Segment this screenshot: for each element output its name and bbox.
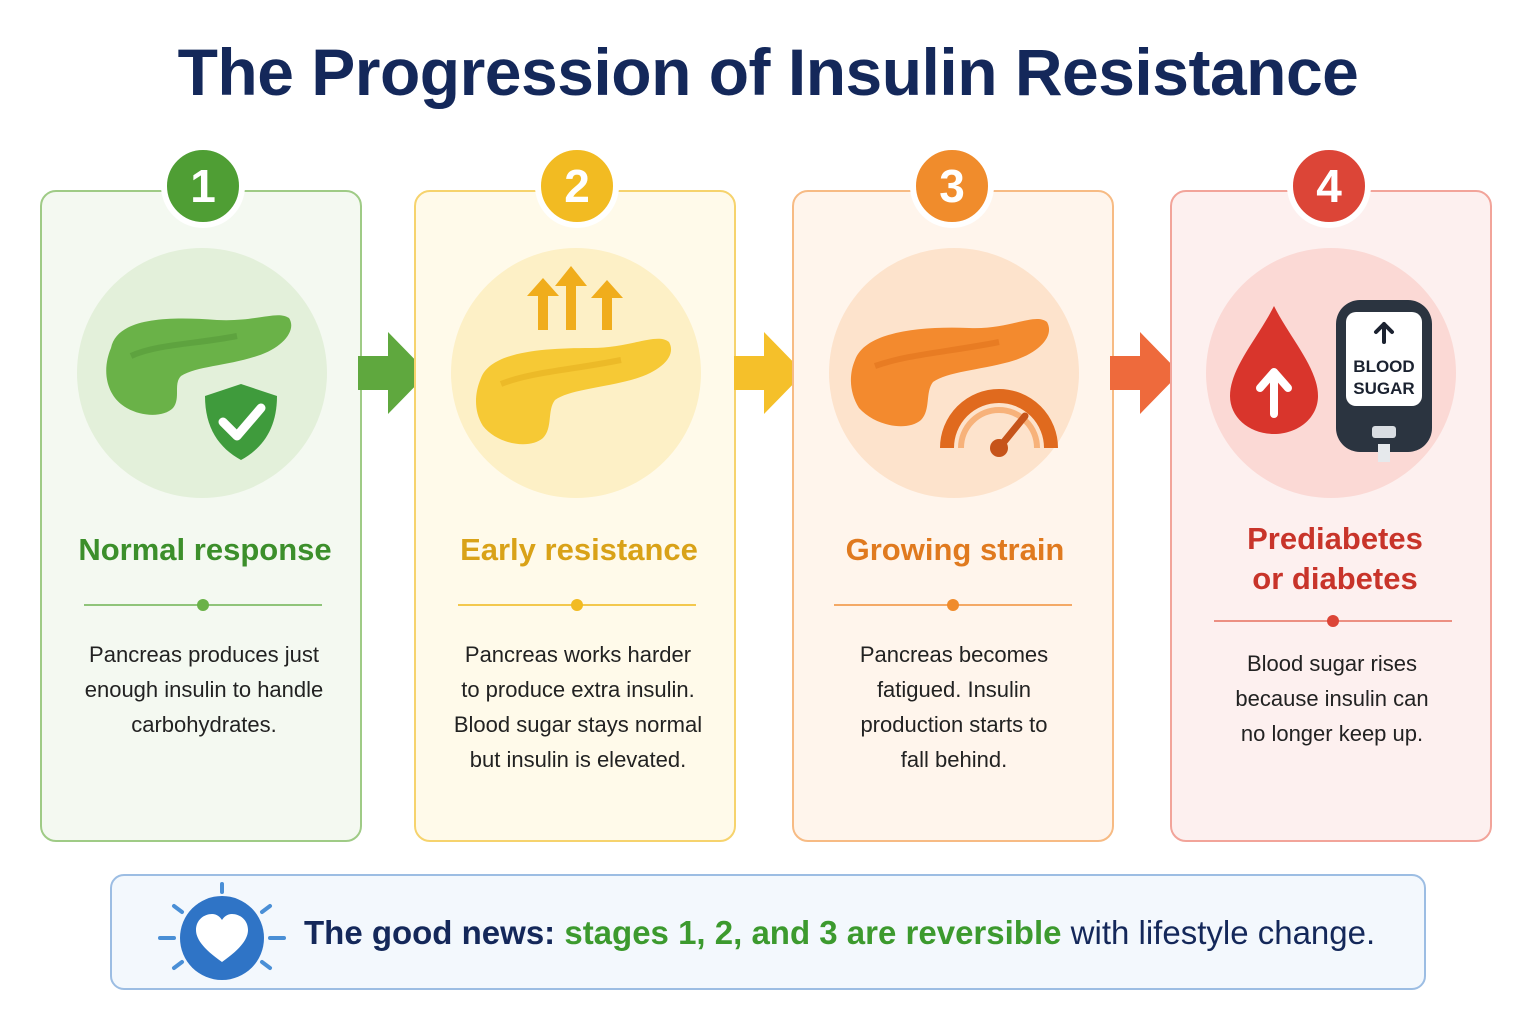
stage-3-badge: 3	[910, 144, 994, 228]
good-news-text: The good news: stages 1, 2, and 3 are re…	[304, 914, 1375, 952]
stage-1-badge: 1	[161, 144, 245, 228]
gauge-icon	[940, 389, 1058, 457]
up-arrows-icon	[527, 266, 623, 330]
pancreas-icon	[106, 315, 292, 415]
pancreas-icon	[476, 338, 672, 445]
stage-3-description: Pancreas becomes fatigued. Insulin produ…	[859, 642, 1049, 772]
good-news-banner	[110, 874, 1426, 990]
stage-2-description: Pancreas works harder to produce extra i…	[453, 642, 703, 772]
stage-2-illustration	[451, 248, 701, 498]
stage-1-description: Pancreas produces just enough insulin to…	[84, 642, 324, 737]
stage-1-title: Normal response	[78, 532, 332, 567]
stage-3-divider	[834, 599, 1072, 611]
shield-check-icon	[205, 384, 277, 460]
banner-highlight: stages 1, 2, and 3 are reversible	[564, 914, 1062, 951]
glucose-meter-icon: BLOOD SUGAR	[1336, 300, 1432, 462]
stage-1-illustration	[77, 248, 327, 498]
stage-1-divider	[84, 599, 322, 611]
stage-2-badge: 2	[535, 144, 619, 228]
stage-4-illustration: BLOOD SUGAR	[1206, 248, 1456, 498]
stage-3-illustration	[829, 248, 1079, 498]
stage-2-title: Early resistance	[460, 532, 698, 567]
banner-lead: The good news:	[304, 914, 556, 951]
page-title: The Progression of Insulin Resistance	[177, 35, 1359, 109]
stage-4-title: Prediabetes or diabetes	[1247, 521, 1423, 596]
stage-4-badge: 4	[1287, 144, 1371, 228]
meter-label-line-2: SUGAR	[1353, 379, 1414, 398]
heart-icon	[158, 882, 286, 980]
stage-3-title: Growing strain	[845, 532, 1065, 567]
stage-4-divider	[1214, 615, 1452, 627]
blood-drop-icon	[1230, 306, 1318, 434]
arrow-right-icon	[358, 332, 428, 414]
stage-4-description: Blood sugar rises because insulin can no…	[1235, 651, 1429, 746]
banner-tail: with lifestyle change.	[1070, 914, 1376, 951]
pancreas-icon	[850, 318, 1050, 427]
arrow-right-icon	[1110, 332, 1180, 414]
meter-label-line-1: BLOOD	[1353, 357, 1414, 376]
arrow-right-icon	[734, 332, 804, 414]
stage-2-divider	[458, 599, 696, 611]
